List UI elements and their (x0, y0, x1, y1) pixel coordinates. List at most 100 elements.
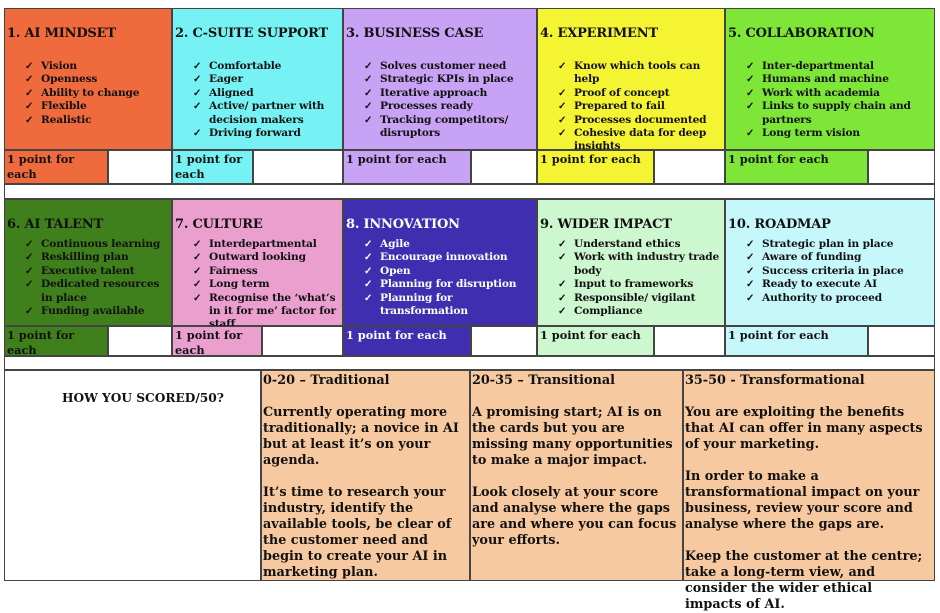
row-divider (4, 356, 935, 370)
criteria-item: Agile (364, 238, 532, 252)
criteria-item: Processes documented (558, 114, 720, 128)
points-label: 1 point for each (725, 150, 868, 184)
points-label: 1 point for each (4, 150, 108, 184)
criteria-item: Proof of concept (558, 87, 720, 101)
criteria-item: Responsible/ vigilant (558, 292, 720, 306)
ai-readiness-scorecard: 1. AI MINDSET Vision Openness Ability to… (4, 4, 935, 612)
criteria-item: Understand ethics (558, 238, 720, 252)
criteria-item: Humans and machine (746, 73, 930, 87)
criteria-item: Cohesive data for deep insights (558, 127, 720, 154)
criteria-item: Long term vision (746, 127, 930, 141)
criteria-item: Outward looking (193, 251, 338, 265)
criteria-item: Driving forward (193, 127, 338, 141)
category-culture: 7. CULTURE Interdepartmental Outward loo… (172, 199, 343, 330)
criteria-item: Planning for disruption (364, 278, 532, 292)
criteria-item: Reskilling plan (25, 251, 167, 265)
criteria-item: Prepared to fail (558, 100, 720, 114)
criteria-item: Iterative approach (364, 87, 532, 101)
category-ai-talent: 6. AI TALENT Continuous learning Reskill… (4, 199, 172, 326)
score-range-traditional: 0-20 – Traditional Currently operating m… (261, 370, 470, 581)
criteria-item: Compliance (558, 305, 720, 319)
range-description: You are exploiting the benefits that AI … (685, 405, 923, 452)
criteria-item: Funding available (25, 305, 167, 319)
points-label: 1 point for each (172, 150, 253, 184)
criteria-item: Active/ partner with decision makers (193, 100, 338, 127)
score-entry-box[interactable] (262, 326, 343, 356)
criteria-item: Vision (25, 60, 167, 74)
criteria-item: Ability to change (25, 87, 167, 101)
criteria-item: Processes ready (364, 100, 532, 114)
points-label: 1 point for each (4, 326, 108, 357)
score-entry-box[interactable] (108, 150, 172, 184)
category-title: 4. EXPERIMENT (540, 26, 658, 41)
criteria-item: Authority to proceed (746, 292, 930, 306)
score-range-transitional: 20-35 – Transitional A promising start; … (470, 370, 683, 581)
score-entry-box[interactable] (868, 326, 935, 356)
criteria-item: Input to frameworks (558, 278, 720, 292)
points-label: 1 point for each (343, 150, 471, 184)
range-heading: 0-20 – Traditional (263, 373, 390, 388)
criteria-item: Inter-departmental (746, 60, 930, 74)
score-entry-box[interactable] (471, 150, 537, 184)
criteria-item: Comfortable (193, 60, 338, 74)
range-advice: Look closely at your score and analyse w… (472, 485, 677, 548)
criteria-item: Recognise the ‘what’s in it for me’ fact… (193, 292, 338, 332)
criteria-item: Flexible (25, 100, 167, 114)
category-roadmap: 10. ROADMAP Strategic plan in place Awar… (725, 199, 935, 326)
range-heading: 35-50 - Transformational (685, 373, 865, 388)
criteria-item: Encourage innovation (364, 251, 532, 265)
score-entry-box[interactable] (654, 150, 725, 184)
score-entry-box[interactable] (253, 150, 343, 184)
criteria-item: Strategic plan in place (746, 238, 930, 252)
category-business-case: 3. BUSINESS CASE Solves customer need St… (343, 8, 537, 150)
criteria-item: Know which tools can help (558, 60, 720, 87)
range-description: Currently operating more traditionally; … (263, 405, 459, 468)
points-label: 1 point for each (725, 326, 868, 356)
criteria-item: Dedicated resources in place (25, 278, 167, 305)
category-title: 5. COLLABORATION (728, 26, 875, 41)
points-label: 1 point for each (537, 326, 654, 356)
range-heading: 20-35 – Transitional (472, 373, 615, 388)
criteria-item: Strategic KPIs in place (364, 73, 532, 87)
criteria-item: Long term (193, 278, 338, 292)
criteria-item: Open (364, 265, 532, 279)
category-ai-mindset: 1. AI MINDSET Vision Openness Ability to… (4, 8, 172, 150)
criteria-item: Interdepartmental (193, 238, 338, 252)
category-innovation: 8. INNOVATION Agile Encourage innovation… (343, 199, 537, 326)
points-label: 1 point for each (343, 326, 471, 356)
criteria-item: Success criteria in place (746, 265, 930, 279)
category-title: 9. WIDER IMPACT (540, 217, 672, 232)
category-title: 2. C-SUITE SUPPORT (175, 26, 329, 41)
criteria-item: Planning for transformation (364, 292, 532, 319)
score-title: HOW YOU SCORED/50? (62, 391, 224, 405)
category-title: 10. ROADMAP (728, 217, 831, 232)
points-label: 1 point for each (172, 326, 262, 357)
criteria-item: Realistic (25, 114, 167, 128)
criteria-item: Work with industry trade body (558, 251, 720, 278)
score-entry-box[interactable] (868, 150, 935, 184)
score-range-transformational: 35-50 - Transformational You are exploit… (683, 370, 935, 612)
criteria-item: Openness (25, 73, 167, 87)
range-advice: It’s time to research your industry, ide… (263, 485, 452, 580)
range-advice: Keep the customer at the centre; take a … (685, 549, 923, 612)
range-description: A promising start; AI is on the cards bu… (472, 405, 673, 468)
range-advice: In order to make a transformational impa… (685, 469, 920, 532)
criteria-item: Links to supply chain and partners (746, 100, 930, 127)
criteria-item: Tracking competitors/ disruptors (364, 114, 532, 141)
category-collaboration: 5. COLLABORATION Inter-departmental Huma… (725, 8, 935, 150)
criteria-item: Aware of funding (746, 251, 930, 265)
score-title-cell (4, 370, 261, 581)
score-entry-box[interactable] (471, 326, 537, 356)
score-entry-box[interactable] (108, 326, 172, 356)
score-entry-box[interactable] (654, 326, 725, 356)
category-c-suite-support: 2. C-SUITE SUPPORT Comfortable Eager Ali… (172, 8, 343, 150)
criteria-item: Ready to execute AI (746, 278, 930, 292)
criteria-item: Aligned (193, 87, 338, 101)
criteria-item: Executive talent (25, 265, 167, 279)
criteria-item: Work with academia (746, 87, 930, 101)
category-title: 3. BUSINESS CASE (346, 26, 484, 41)
criteria-item: Eager (193, 73, 338, 87)
category-wider-impact: 9. WIDER IMPACT Understand ethics Work w… (537, 199, 725, 326)
category-experiment: 4. EXPERIMENT Know which tools can help … (537, 8, 725, 152)
criteria-item: Continuous learning (25, 238, 167, 252)
